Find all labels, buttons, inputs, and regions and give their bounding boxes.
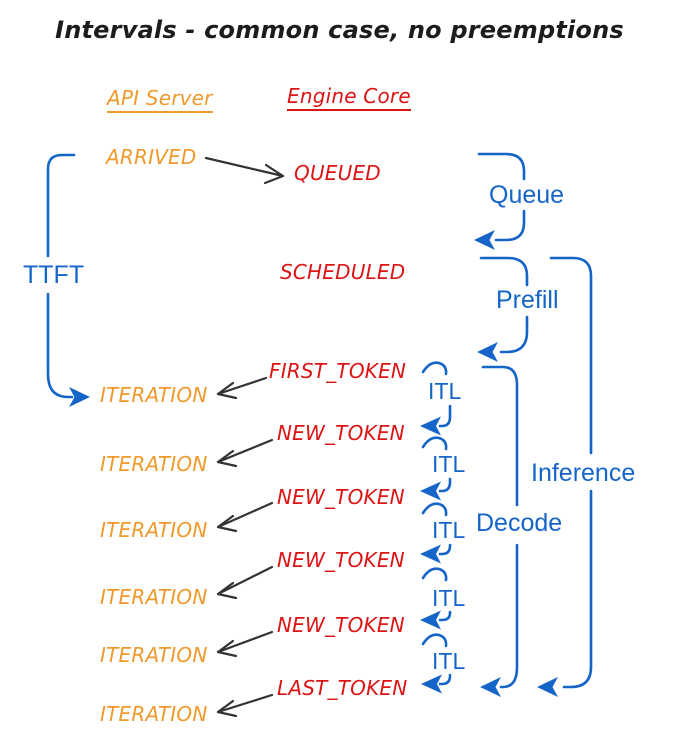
- prefill-arrowhead-icon: [477, 342, 498, 362]
- column-header-api-server: API Server: [107, 86, 213, 113]
- ttft-bracket: [46, 153, 90, 407]
- event-iteration-3: ITERATION: [100, 518, 208, 542]
- first-token-to-iteration-arrow: [216, 376, 268, 400]
- interval-label-queue: Queue: [489, 181, 565, 209]
- queue-arrowhead-icon: [474, 230, 495, 250]
- interval-label-itl-4: ITL: [432, 585, 466, 611]
- itl-arrowhead-icon: [420, 610, 441, 630]
- new-token4-to-iteration-arrow: [216, 630, 274, 658]
- interval-label-itl-5: ITL: [432, 648, 466, 674]
- interval-label-prefill: Prefill: [496, 286, 559, 314]
- event-iteration-6: ITERATION: [100, 702, 208, 726]
- interval-label-itl-2: ITL: [432, 451, 466, 477]
- interval-label-decode: Decode: [476, 509, 563, 537]
- interval-label-ttft: TTFT: [23, 261, 85, 289]
- inference-bracket: [537, 256, 593, 697]
- new-token3-to-iteration-arrow: [216, 565, 274, 600]
- event-queued: QUEUED: [294, 161, 381, 185]
- itl-bracket-1: [420, 361, 452, 436]
- itl-bracket-3: [420, 502, 452, 564]
- last-token-to-iteration-arrow: [216, 693, 274, 718]
- inference-arrowhead-icon: [537, 677, 558, 697]
- event-iteration-2: ITERATION: [100, 452, 208, 476]
- decode-bracket: [480, 365, 519, 697]
- event-new-token-1: NEW_TOKEN: [277, 421, 405, 445]
- event-first-token: FIRST_TOKEN: [269, 359, 407, 383]
- itl-bracket-2: [420, 436, 452, 501]
- event-iteration-1: ITERATION: [100, 383, 208, 407]
- queue-bracket: [474, 152, 526, 250]
- event-iteration-5: ITERATION: [100, 643, 208, 667]
- itl-bracket-4: [420, 567, 452, 630]
- ttft-arrowhead-icon: [69, 387, 90, 407]
- event-new-token-3: NEW_TOKEN: [277, 548, 405, 572]
- interval-label-inference: Inference: [531, 459, 636, 487]
- event-scheduled: SCHEDULED: [280, 260, 406, 284]
- interval-label-itl-3: ITL: [432, 517, 466, 543]
- arrived-to-queued-arrow: [204, 156, 285, 185]
- event-last-token: LAST_TOKEN: [277, 676, 408, 700]
- event-new-token-2: NEW_TOKEN: [277, 485, 405, 509]
- itl-arrowhead-icon: [420, 416, 441, 436]
- diagram-title: Intervals - common case, no preemptions: [55, 16, 624, 44]
- prefill-bracket: [477, 256, 529, 362]
- itl-bracket-5: [421, 633, 452, 694]
- itl-arrowhead-icon: [421, 674, 442, 694]
- column-header-engine-core: Engine Core: [287, 84, 411, 111]
- interval-label-itl-1: ITL: [428, 378, 462, 404]
- new-token2-to-iteration-arrow: [216, 501, 274, 533]
- new-token1-to-iteration-arrow: [216, 438, 274, 468]
- event-arrived: ARRIVED: [106, 145, 197, 169]
- decode-arrowhead-icon: [480, 677, 501, 697]
- itl-arrowhead-icon: [420, 544, 441, 564]
- event-iteration-4: ITERATION: [100, 585, 208, 609]
- event-new-token-4: NEW_TOKEN: [277, 613, 405, 637]
- itl-arrowhead-icon: [420, 481, 441, 501]
